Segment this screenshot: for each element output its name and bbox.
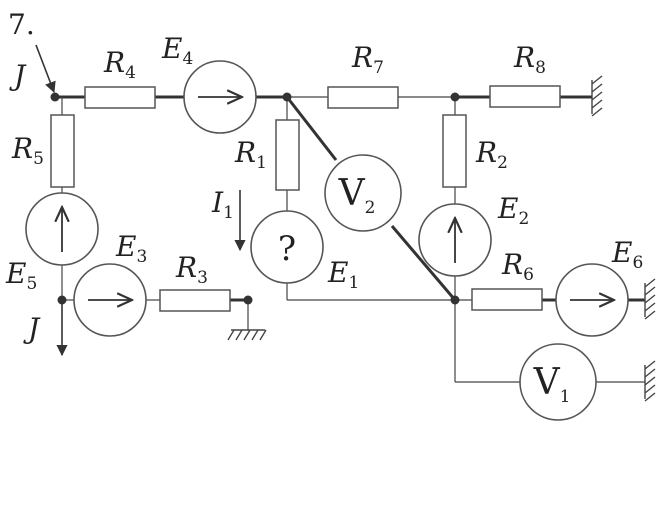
source-E4 <box>183 60 257 134</box>
label-E3: E3 <box>115 230 147 267</box>
label-R7: R7 <box>351 41 384 78</box>
source-E6 <box>555 263 629 337</box>
source-E3 <box>73 263 147 337</box>
resistor-R2 <box>442 114 467 188</box>
unknown-symbol: ? <box>278 229 296 269</box>
label-I1: I1 <box>211 186 234 223</box>
svg-text:V1: V1 <box>533 362 571 407</box>
source-E1-unknown: ? <box>250 210 324 284</box>
label-E4: E4 <box>161 32 193 69</box>
resistor-R6 <box>471 288 543 311</box>
voltmeter-V1: V1 <box>519 343 597 421</box>
ground-R3 <box>227 329 267 341</box>
resistor-R8 <box>489 85 561 108</box>
label-R4: R4 <box>103 46 136 83</box>
resistor-R4 <box>84 86 156 109</box>
label-R6: R6 <box>501 248 534 285</box>
label-R2: R2 <box>475 136 508 173</box>
resistor-R1 <box>275 119 300 191</box>
ground-R8 <box>591 75 603 117</box>
current-J-in-arrow <box>35 44 56 94</box>
svg-text:V2: V2 <box>338 173 376 218</box>
wires <box>55 95 645 383</box>
label-E6: E6 <box>611 236 643 273</box>
label-E2: E2 <box>497 192 529 229</box>
voltmeter-V2: V2 <box>324 154 402 232</box>
label-R8: R8 <box>513 41 546 78</box>
ground-V1 <box>644 360 656 402</box>
nodes <box>50 92 460 305</box>
label-E1: E1 <box>327 256 359 293</box>
label-R5: R5 <box>11 132 44 169</box>
ground-E6 <box>644 278 656 320</box>
source-E5 <box>25 192 99 266</box>
label-J-in: J <box>9 59 27 92</box>
label-R1: R1 <box>234 136 267 173</box>
source-E2 <box>418 203 492 277</box>
resistor-R7 <box>327 86 399 109</box>
label-E5: E5 <box>5 257 37 294</box>
resistor-R3 <box>159 289 231 312</box>
problem-number: 7. <box>8 8 35 41</box>
label-J-out: J <box>23 312 41 345</box>
label-R3: R3 <box>175 251 208 288</box>
resistor-R5 <box>50 114 75 188</box>
